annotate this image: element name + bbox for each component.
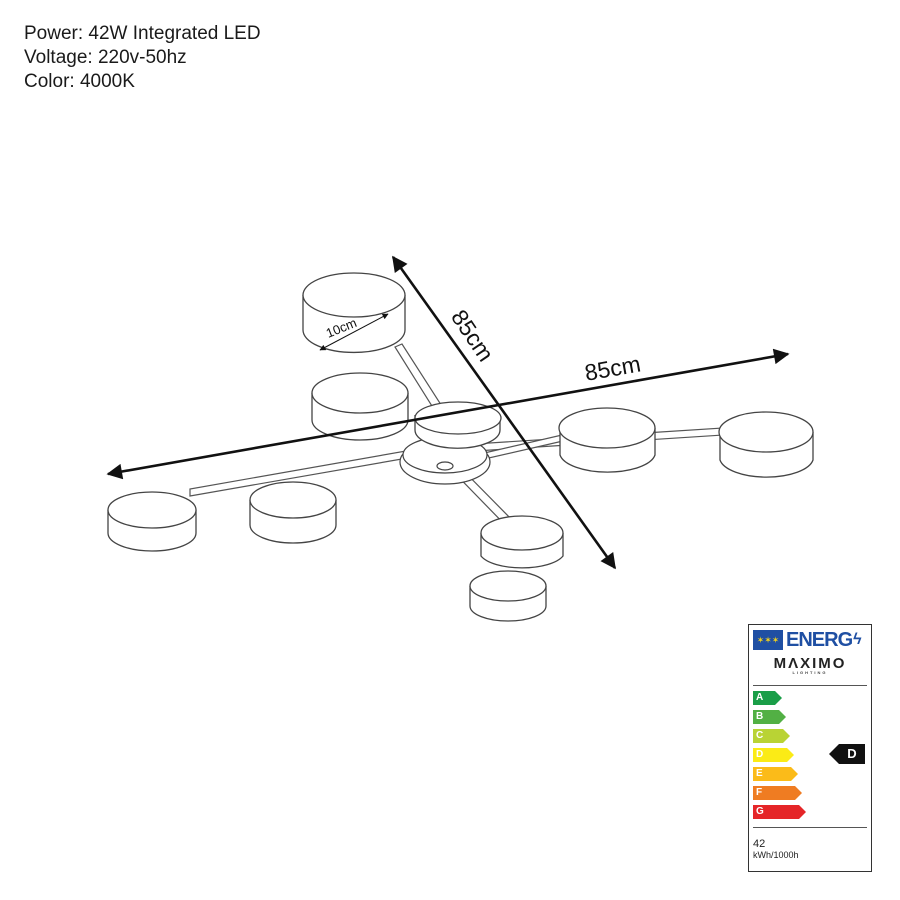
divider	[753, 827, 867, 828]
energy-header-text: ENERG	[786, 628, 853, 651]
shade-left-inner	[249, 481, 337, 544]
efficiency-class-label: D	[753, 748, 787, 762]
efficiency-class-e: E	[753, 767, 806, 781]
spec-voltage: Voltage: 220v-50hz	[24, 47, 187, 68]
efficiency-class-label: F	[753, 786, 795, 800]
rating-value: D	[839, 744, 865, 764]
shade-top-left	[302, 272, 406, 354]
efficiency-class-a: A	[753, 691, 806, 705]
shade-right-inner	[558, 407, 656, 473]
efficiency-class-label: A	[753, 691, 775, 705]
efficiency-class-label: B	[753, 710, 779, 724]
consumption-value: 42	[753, 838, 766, 850]
shade-far-left	[107, 491, 197, 552]
shade-far-right	[718, 411, 814, 478]
shade-center-back	[414, 401, 502, 449]
dimension-lines	[106, 255, 790, 570]
depth-label: 85cm	[446, 305, 499, 366]
depth-arrow	[391, 255, 617, 570]
lightning-icon: ϟ	[853, 631, 862, 648]
efficiency-class-d: D	[753, 748, 806, 762]
spec-color: Color: 4000K	[24, 71, 135, 92]
shade-front-lower	[469, 570, 547, 622]
spec-power: Power: 42W Integrated LED	[24, 23, 261, 44]
brand-subtitle: LIGHTING	[792, 670, 828, 675]
efficiency-class-label: C	[753, 729, 783, 743]
shade-diameter-arrow	[319, 313, 389, 351]
brand-logo: MΛXIMO LIGHTING	[749, 655, 871, 675]
divider	[753, 685, 867, 686]
rating-marker: D	[829, 744, 865, 764]
efficiency-class-b: B	[753, 710, 806, 724]
efficiency-class-c: C	[753, 729, 806, 743]
efficiency-class-label: E	[753, 767, 791, 781]
efficiency-class-f: F	[753, 786, 806, 800]
eu-flag-icon: ✶✶✶	[753, 630, 783, 650]
consumption-unit: kWh/1000h	[753, 850, 799, 860]
efficiency-class-g: G	[753, 805, 806, 819]
brand-name: MΛXIMO	[773, 655, 847, 672]
energy-consumption: 42 kWh/1000h	[753, 839, 799, 861]
energy-label-header: ✶✶✶ ENERG ϟ	[753, 629, 867, 651]
efficiency-class-label: G	[753, 805, 799, 819]
spec-list: Power: 42W Integrated LED Voltage: 220v-…	[24, 22, 261, 94]
shade-front-upper	[480, 515, 564, 569]
